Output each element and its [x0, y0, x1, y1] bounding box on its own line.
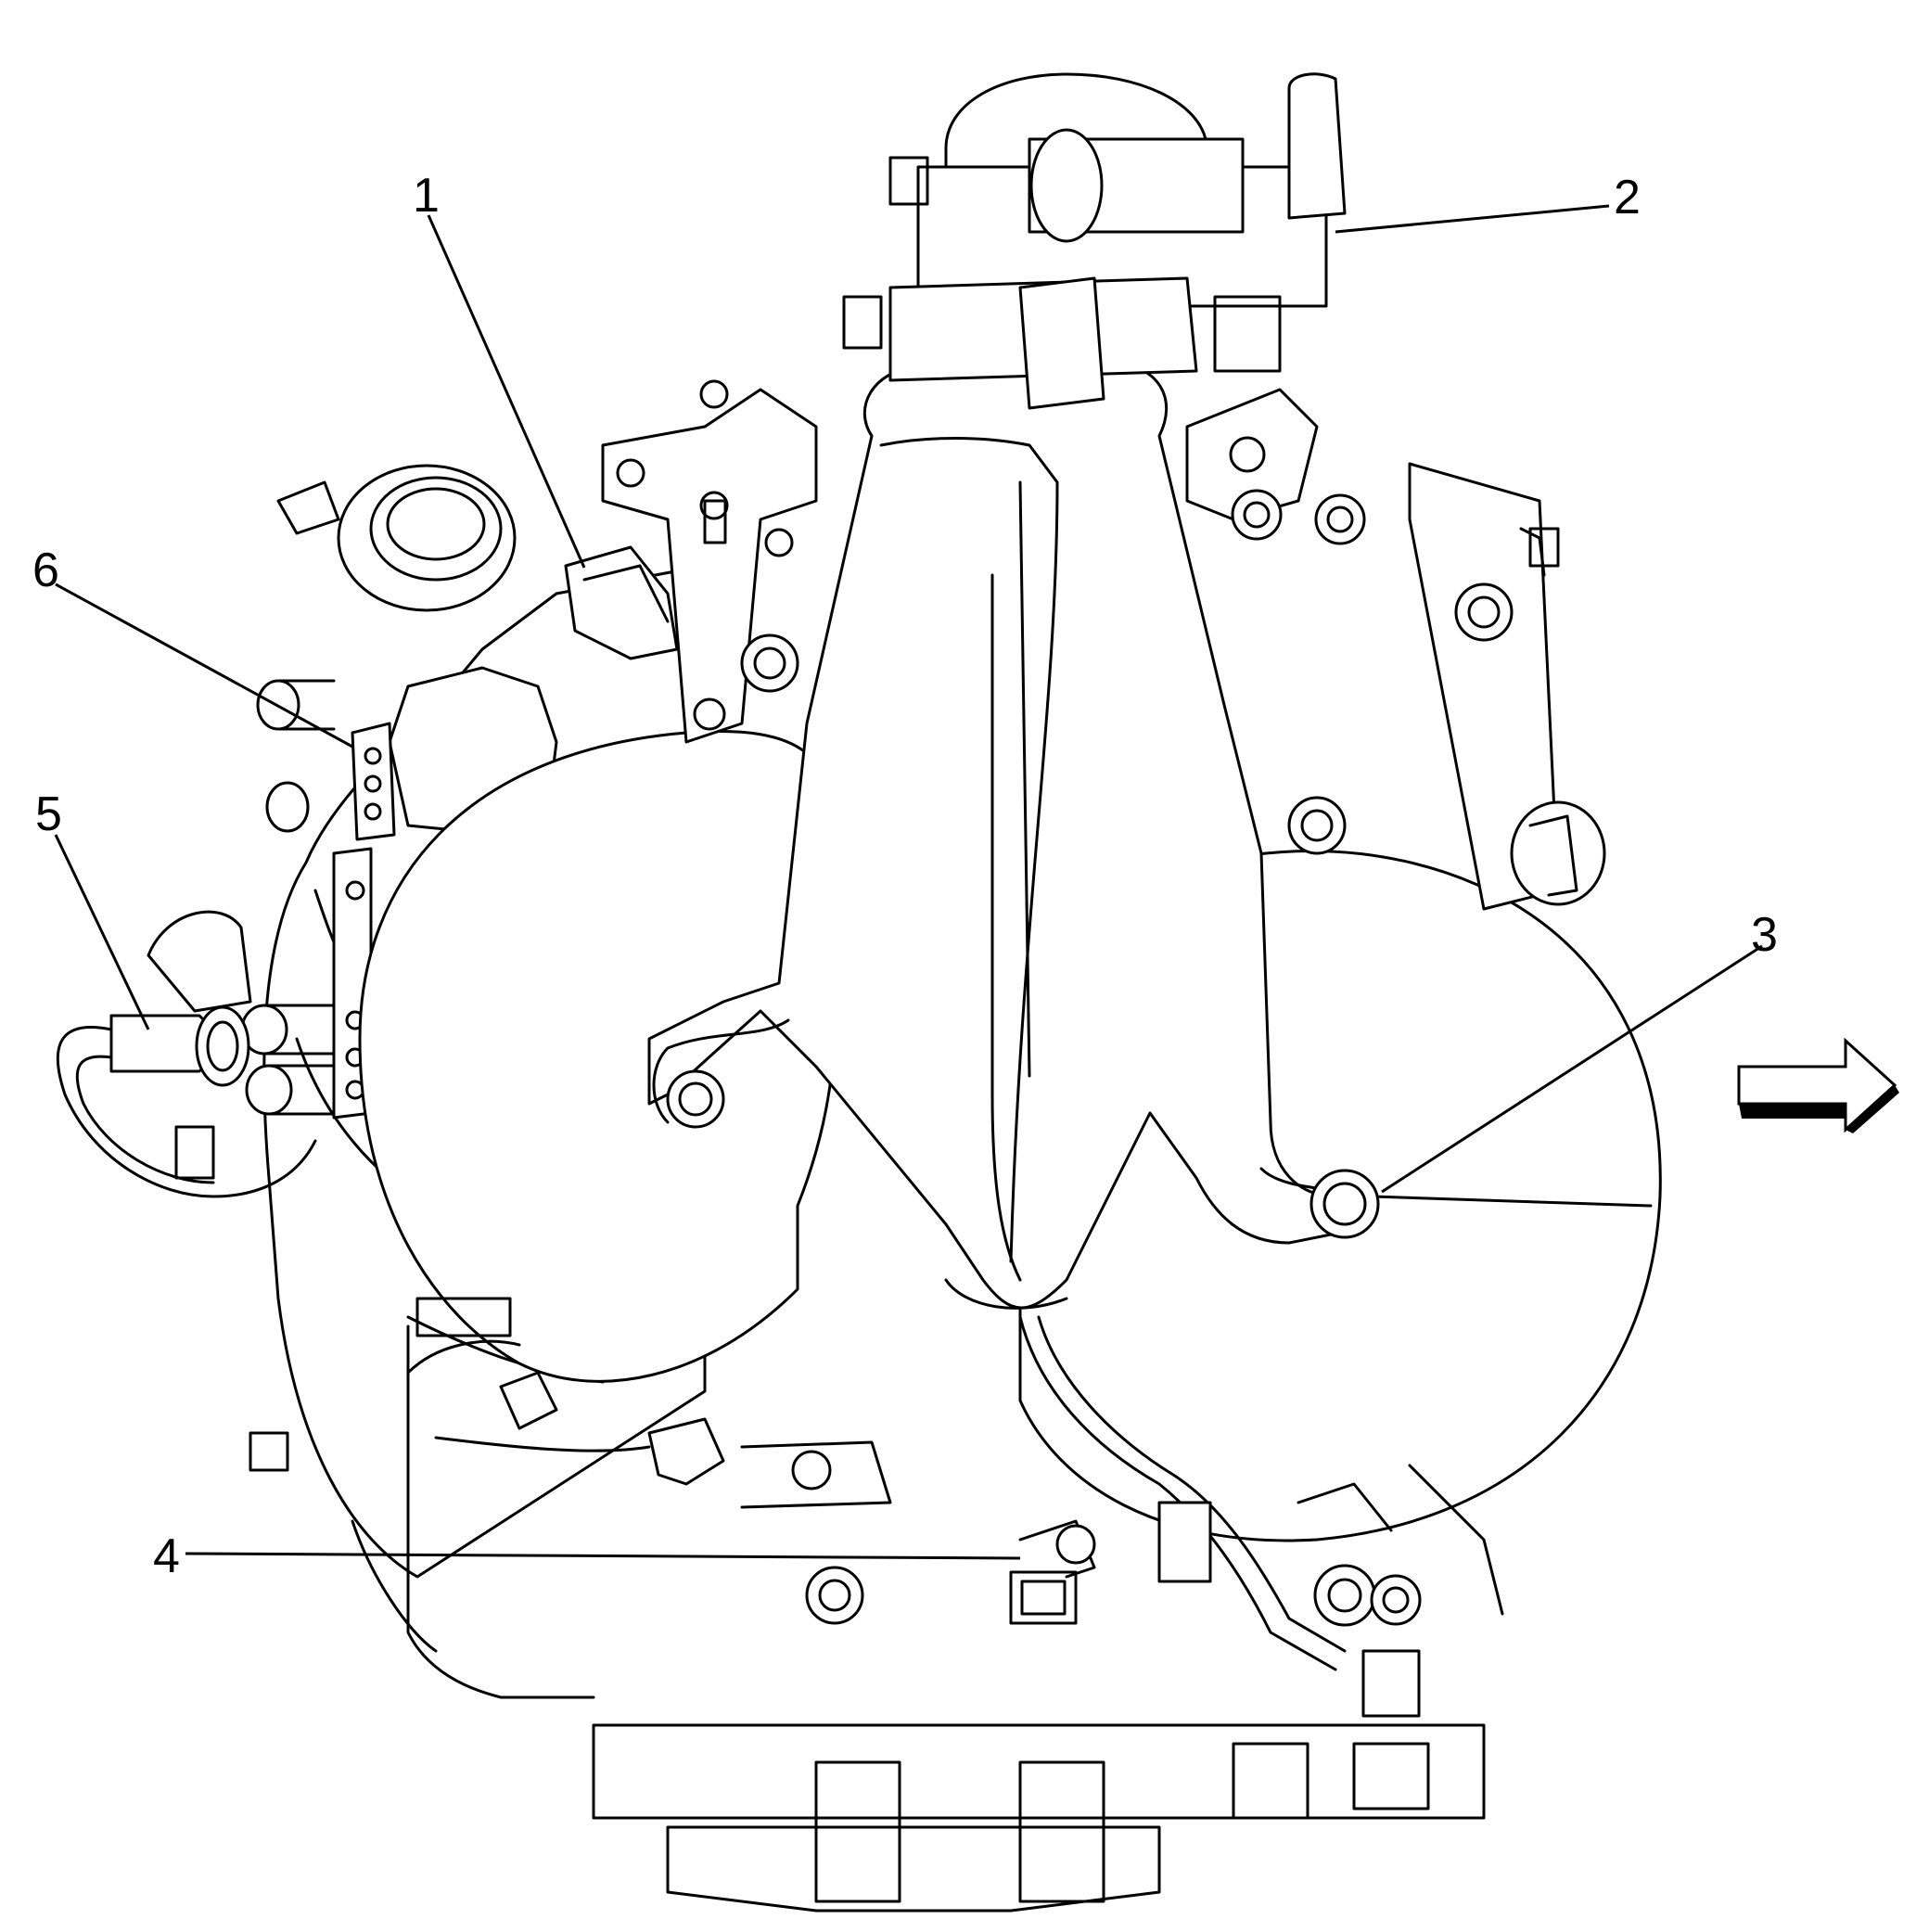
- callout-numbers: 1 2 3 4 5 6: [32, 169, 1778, 1583]
- right-arrow-icon: [1737, 1037, 1899, 1133]
- callout-6: 6: [32, 544, 59, 597]
- callout-3: 3: [1751, 908, 1778, 962]
- right-brackets: [1185, 388, 1606, 911]
- lower-left-housing: [351, 1297, 595, 1699]
- leader-1: [427, 214, 586, 569]
- leader-6: [55, 582, 353, 748]
- sensor-4: [1009, 1519, 1096, 1625]
- sensor-1: [564, 545, 679, 660]
- upper-throttle-assembly: [842, 72, 1347, 410]
- leader-3: [1381, 944, 1763, 1194]
- callout-4: 4: [153, 1529, 180, 1583]
- upper-left-bracket: [601, 379, 818, 744]
- wiring-harness: [1018, 1315, 1421, 1718]
- leader-lines: [54, 204, 1763, 1560]
- engine-illustration: [56, 72, 1662, 1913]
- leader-2: [1335, 204, 1610, 234]
- callout-5: 5: [35, 787, 62, 841]
- lower-mounts: [434, 1371, 1504, 1627]
- leader-4: [185, 1552, 1021, 1560]
- callout-2: 2: [1614, 171, 1641, 224]
- intake-plenum: [358, 360, 1662, 1542]
- oxygen-sensor: [56, 910, 317, 1198]
- oil-pan: [592, 1723, 1486, 1913]
- callout-1: 1: [413, 169, 440, 223]
- leader-5: [54, 834, 150, 1030]
